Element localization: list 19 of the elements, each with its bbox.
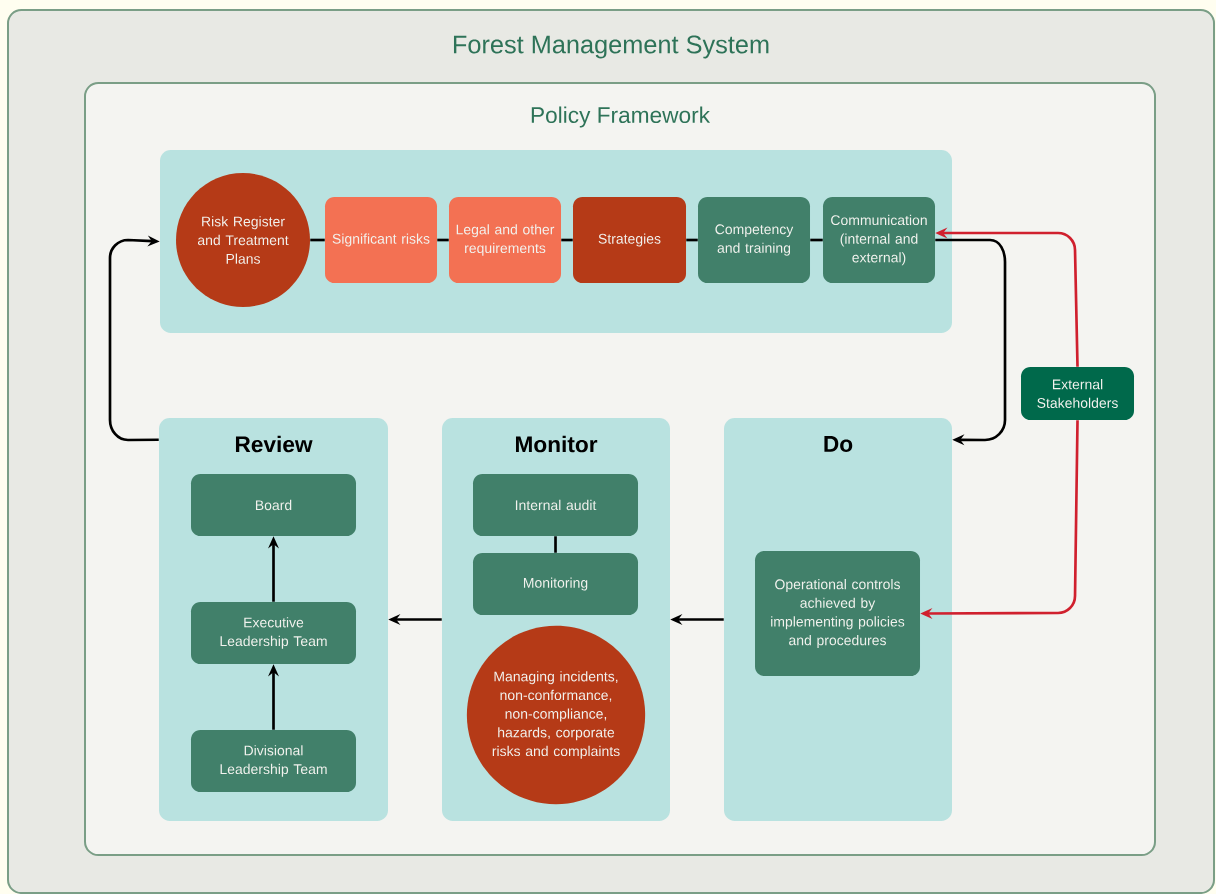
process-box: Divisional Leadership Team [191,730,356,792]
process-box: Communication (internal and external) [823,197,935,283]
process-box: Legal and other requirements [449,197,561,283]
stakeholder-box: External Stakeholders [1021,367,1134,420]
process-box: Significant risks [325,197,437,283]
process-box: Strategies [573,197,686,283]
process-box: Monitoring [473,553,638,615]
arrow [935,238,1007,446]
connector-line [686,238,698,242]
connector-line [554,536,557,553]
process-box: Operational controls achieved by implementing policies and procedures [755,551,920,676]
process-box: Executive Leadership Team [191,602,356,664]
process-box: Internal audit [473,474,638,536]
connector-line [310,238,325,242]
process-box: Board [191,474,356,536]
connector-line [437,238,449,242]
connector-line [810,238,823,242]
process-box: Competency and training [698,197,810,283]
connector-line [561,238,573,242]
